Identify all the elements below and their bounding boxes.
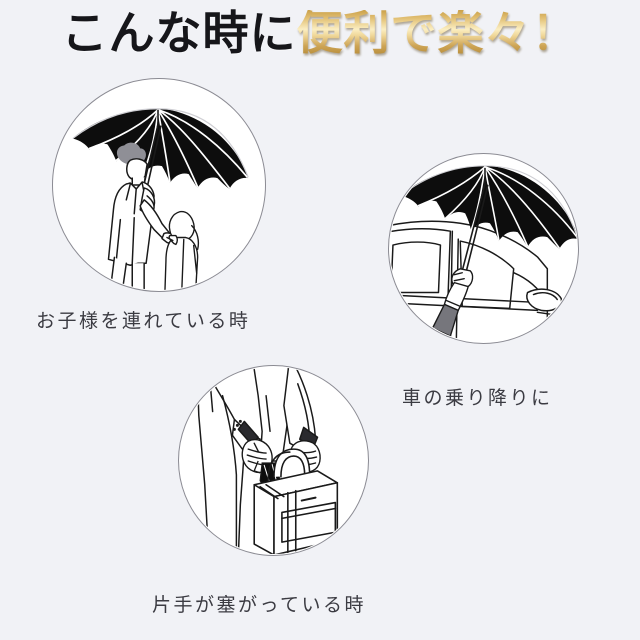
page-title-gold-segment: 便利で楽々！ bbox=[296, 6, 579, 60]
page-title-black-segment: こんな時に bbox=[61, 6, 297, 60]
briefcase bbox=[253, 470, 339, 555]
illustration-parent-child bbox=[53, 79, 265, 291]
person-torso bbox=[196, 366, 319, 555]
cuff-buttons bbox=[232, 419, 242, 431]
illustration-circle-car bbox=[388, 153, 579, 344]
illustration-circle-briefcase bbox=[178, 365, 369, 556]
briefcase-handle bbox=[267, 448, 311, 482]
illustration-briefcase-hands bbox=[179, 366, 368, 555]
umbrella-canopy-icon bbox=[72, 108, 249, 189]
child-figure bbox=[164, 210, 200, 291]
caption-parent-child: お子様を連れている時 bbox=[36, 310, 251, 332]
illustration-car-window bbox=[389, 154, 578, 343]
umbrella-canopy-icon bbox=[400, 165, 578, 249]
umbrella-shaft-icon bbox=[461, 167, 489, 272]
page-title: こんな時に便利で楽々！ bbox=[0, 10, 640, 56]
caption-car: 車の乗り降りに bbox=[402, 387, 553, 409]
illustration-circle-parent-child bbox=[52, 78, 266, 292]
hand-gripping-umbrella bbox=[431, 268, 474, 337]
caption-briefcase: 片手が塞がっている時 bbox=[152, 594, 367, 616]
